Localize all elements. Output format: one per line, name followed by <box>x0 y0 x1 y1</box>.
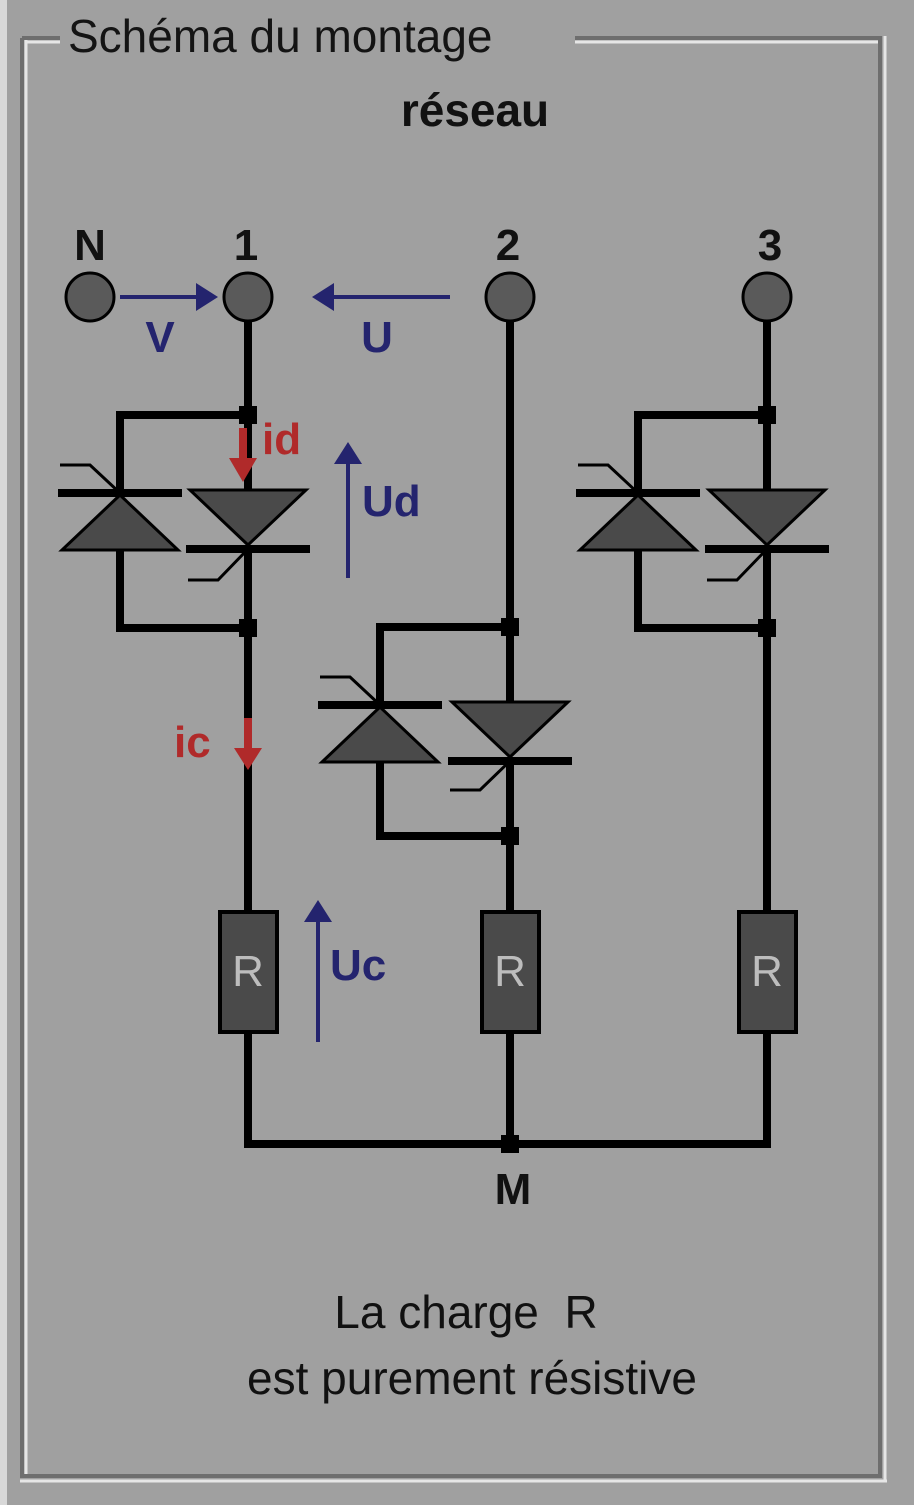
label-uc: Uc <box>330 941 386 990</box>
load-note-line1: La charge R <box>334 1286 597 1338</box>
thyristor-pair-1 <box>58 463 310 582</box>
arrow-ic <box>234 718 262 770</box>
terminal-label-2: 2 <box>496 221 520 270</box>
arrow-v <box>120 283 218 311</box>
thyristor-pair-3 <box>576 463 829 582</box>
label-u: U <box>361 313 393 362</box>
resistor-2: R <box>480 910 541 1034</box>
arrow-u <box>312 283 450 311</box>
wires <box>116 320 771 1148</box>
terminal-label-1: 1 <box>234 221 258 270</box>
junctions <box>239 406 776 1153</box>
resistor-2-label: R <box>494 947 526 996</box>
resistor-1-label: R <box>232 947 264 996</box>
label-ud: Ud <box>362 477 421 526</box>
terminal-label-3: 3 <box>758 221 782 270</box>
network-label: réseau <box>401 84 549 136</box>
thyristor-down-1 <box>186 488 310 582</box>
panel-title: Schéma du montage <box>60 6 501 66</box>
terminal-1 <box>222 271 274 323</box>
thyristor-down-2 <box>448 700 572 792</box>
terminal-n <box>64 271 116 323</box>
terminal-2 <box>484 271 536 323</box>
label-v: V <box>145 313 175 362</box>
load-note-line2: est purement résistive <box>247 1352 697 1404</box>
thyristor-down-3 <box>705 488 829 582</box>
thyristor-up-1 <box>58 463 182 552</box>
star-point-label: M <box>495 1165 532 1214</box>
arrow-id <box>229 428 257 482</box>
arrow-ud <box>334 442 362 578</box>
thyristor-up-3 <box>576 463 700 552</box>
resistor-3: R <box>737 910 798 1034</box>
arrow-uc <box>304 900 332 1042</box>
terminal-label-n: N <box>74 221 106 270</box>
resistor-3-label: R <box>751 947 783 996</box>
label-ic: ic <box>174 718 211 767</box>
thyristor-up-2 <box>318 675 442 764</box>
thyristor-pair-2 <box>318 675 572 792</box>
label-id: id <box>262 415 301 464</box>
terminal-3 <box>741 271 793 323</box>
resistor-1: R <box>218 910 279 1034</box>
